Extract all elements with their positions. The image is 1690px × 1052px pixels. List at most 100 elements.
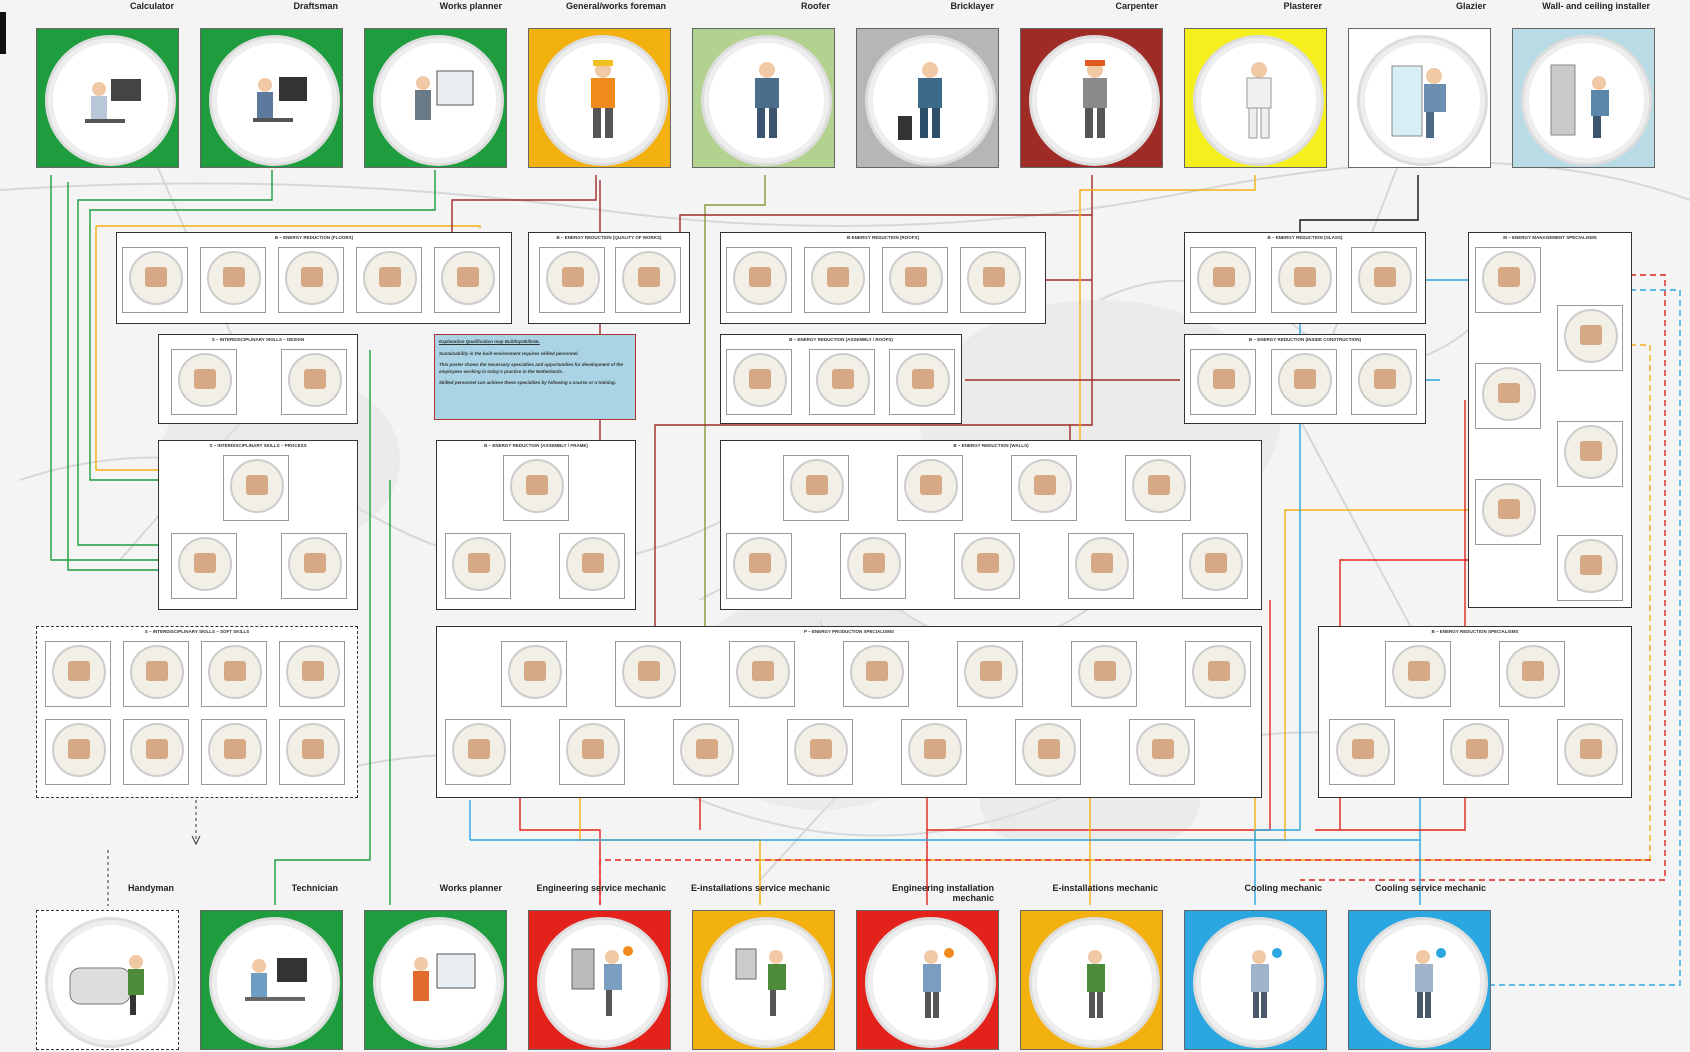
role-wall-ceiling-installer[interactable]: Wall- and ceiling installer [1512, 28, 1655, 168]
role-general-works-foreman[interactable]: General/works foreman [528, 28, 671, 168]
specialism-tile[interactable] [960, 247, 1026, 313]
role-draftsman[interactable]: Draftsman [200, 28, 343, 168]
specialism-tile[interactable] [281, 349, 347, 415]
role-plasterer[interactable]: Plasterer [1184, 28, 1327, 168]
specialism-tile[interactable] [1329, 719, 1395, 785]
specialism-tile[interactable] [1185, 641, 1251, 707]
specialism-tile[interactable] [201, 641, 267, 707]
specialism-tile[interactable] [840, 533, 906, 599]
specialism-tile[interactable] [1475, 363, 1541, 429]
specialism-tile[interactable] [281, 533, 347, 599]
specialism-tile[interactable] [1182, 533, 1248, 599]
specialism-tile[interactable] [171, 533, 237, 599]
specialism-tile[interactable] [1499, 641, 1565, 707]
specialism-tile[interactable] [804, 247, 870, 313]
specialism-tile[interactable] [882, 247, 948, 313]
specialism-tile[interactable] [171, 349, 237, 415]
person-icon [1393, 943, 1453, 1023]
role-bricklayer[interactable]: Bricklayer [856, 28, 999, 168]
role-roofer[interactable]: Roofer [692, 28, 835, 168]
specialism-tile[interactable] [787, 719, 853, 785]
specialism-tile[interactable] [615, 247, 681, 313]
role-works-planner-bottom[interactable]: Works planner [364, 910, 507, 1050]
role-cooling-mechanic[interactable]: Cooling mechanic [1184, 910, 1327, 1050]
specialism-tile[interactable] [445, 533, 511, 599]
specialism-tile[interactable] [45, 641, 111, 707]
specialism-tile[interactable] [445, 719, 511, 785]
specialism-tile[interactable] [1557, 535, 1623, 601]
specialism-tile[interactable] [503, 455, 569, 521]
specialism-tile[interactable] [123, 641, 189, 707]
role-cooling-service-mechanic[interactable]: Cooling service mechanic [1348, 910, 1491, 1050]
specialism-tile[interactable] [201, 719, 267, 785]
specialism-tile[interactable] [726, 349, 792, 415]
specialism-tile[interactable] [539, 247, 605, 313]
specialism-tile[interactable] [1475, 247, 1541, 313]
specialism-tile[interactable] [1557, 305, 1623, 371]
role-label: E-installations mechanic [1018, 883, 1158, 893]
dashed-connector [100, 850, 120, 910]
specialism-tile[interactable] [901, 719, 967, 785]
specialism-tile[interactable] [615, 641, 681, 707]
specialism-tile[interactable] [726, 533, 792, 599]
specialism-tile[interactable] [1129, 719, 1195, 785]
specialism-tile[interactable] [356, 247, 422, 313]
module-title: B – ENERGY REDUCTION (FLOORS) [117, 235, 511, 240]
specialism-tile[interactable] [45, 719, 111, 785]
role-handyman[interactable]: Handyman [36, 910, 179, 1050]
specialism-tile[interactable] [1015, 719, 1081, 785]
role-works-planner[interactable]: Works planner [364, 28, 507, 168]
specialism-tile[interactable] [809, 349, 875, 415]
specialism-tile[interactable] [501, 641, 567, 707]
specialism-tile[interactable] [1068, 533, 1134, 599]
specialism-tile[interactable] [200, 247, 266, 313]
specialism-tile[interactable] [726, 247, 792, 313]
specialism-tile[interactable] [1351, 247, 1417, 313]
module-title: P – ENERGY PRODUCTION SPECIALISMS [437, 629, 1261, 634]
specialism-tile[interactable] [1475, 479, 1541, 545]
specialism-tile[interactable] [279, 719, 345, 785]
role-technician[interactable]: Technician [200, 910, 343, 1050]
specialism-tile[interactable] [1190, 349, 1256, 415]
specialism-tile[interactable] [278, 247, 344, 313]
specialism-tile[interactable] [279, 641, 345, 707]
role-portrait [537, 35, 668, 166]
specialism-tile[interactable] [1011, 455, 1077, 521]
person-icon [66, 948, 156, 1018]
role-portrait [1193, 35, 1324, 166]
specialism-tile[interactable] [434, 247, 500, 313]
role-e-installations-mechanic[interactable]: E-installations mechanic [1020, 910, 1163, 1050]
specialism-tile[interactable] [1557, 719, 1623, 785]
specialism-tile[interactable] [123, 719, 189, 785]
dashed-connector [190, 800, 210, 850]
role-engineering-installation-mechanic[interactable]: Engineering installation mechanic [856, 910, 999, 1050]
specialism-tile[interactable] [1557, 421, 1623, 487]
specialism-tile[interactable] [889, 349, 955, 415]
role-e-installations-service-mechanic[interactable]: E-installations service mechanic [692, 910, 835, 1050]
specialism-tile[interactable] [729, 641, 795, 707]
specialism-tile[interactable] [1271, 349, 1337, 415]
specialism-tile[interactable] [1443, 719, 1509, 785]
specialism-tile[interactable] [223, 455, 289, 521]
specialism-tile[interactable] [559, 719, 625, 785]
role-glazier[interactable]: Glazier [1348, 28, 1491, 168]
specialism-tile[interactable] [122, 247, 188, 313]
specialism-tile[interactable] [559, 533, 625, 599]
specialism-tile[interactable] [843, 641, 909, 707]
specialism-tile[interactable] [1125, 455, 1191, 521]
specialism-tile[interactable] [783, 455, 849, 521]
person-icon [71, 61, 151, 141]
specialism-tile[interactable] [1271, 247, 1337, 313]
specialism-tile[interactable] [673, 719, 739, 785]
specialism-tile[interactable] [1190, 247, 1256, 313]
role-carpenter[interactable]: Carpenter [1020, 28, 1163, 168]
specialism-tile[interactable] [1071, 641, 1137, 707]
specialism-tile[interactable] [897, 455, 963, 521]
role-calculator[interactable]: Calculator [36, 28, 179, 168]
specialism-tile[interactable] [954, 533, 1020, 599]
role-engineering-service-mechanic[interactable]: Engineering service mechanic [528, 910, 671, 1050]
specialism-tile[interactable] [957, 641, 1023, 707]
specialism-tile[interactable] [1351, 349, 1417, 415]
module-inside-construction: B – ENERGY REDUCTION (INSIDE CONSTRUCTIO… [1184, 334, 1426, 424]
specialism-tile[interactable] [1385, 641, 1451, 707]
